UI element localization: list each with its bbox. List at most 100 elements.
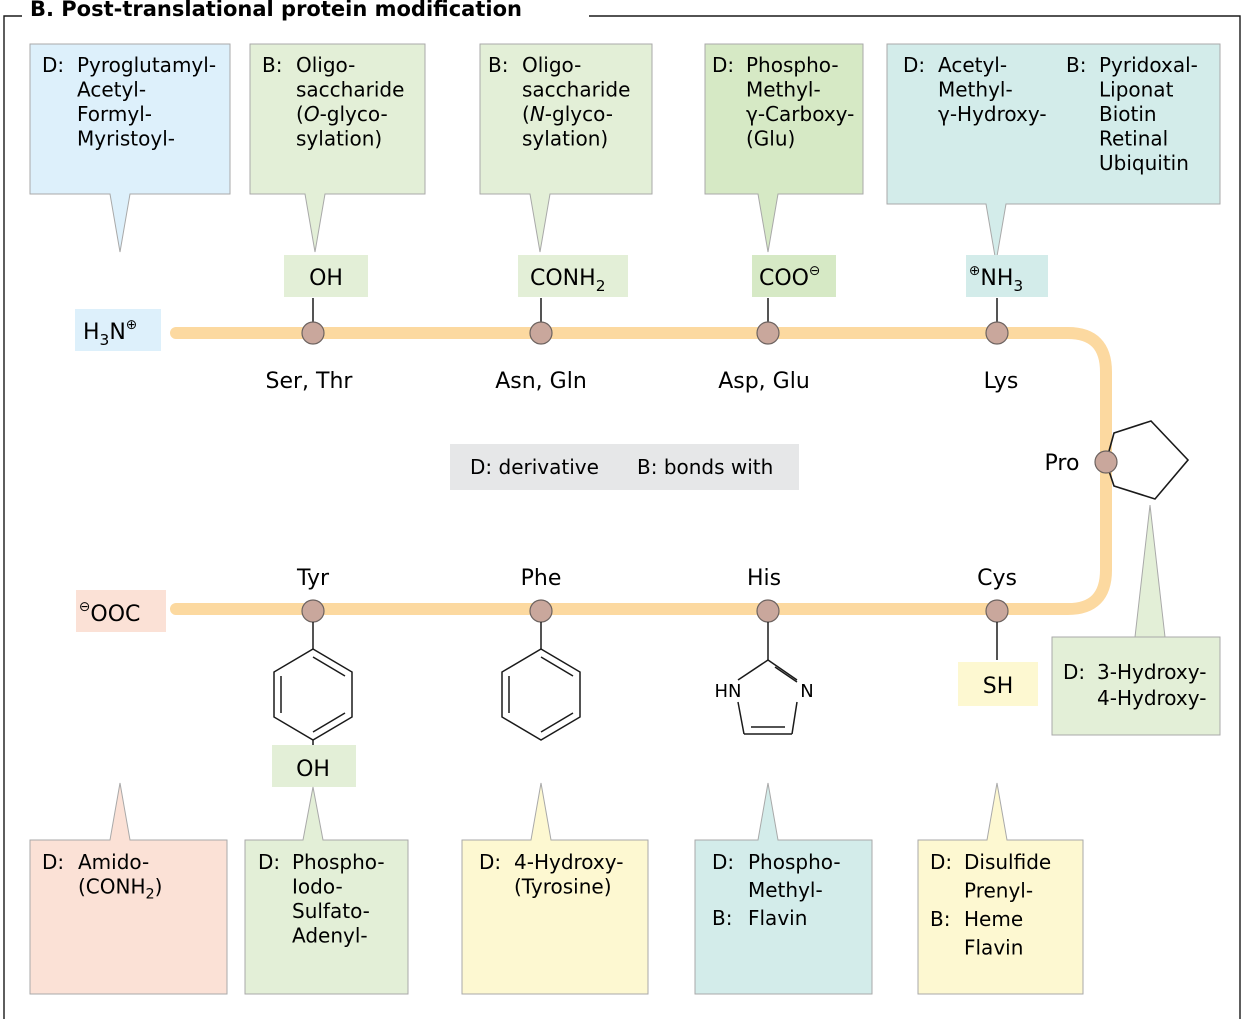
callout-prefix: D: [930, 850, 952, 874]
tyr-label: Tyr [296, 566, 330, 591]
callout-line: sylation) [522, 127, 608, 151]
callout-prefix: B: [262, 53, 282, 77]
callout-line: Myristoyl- [77, 127, 175, 151]
phe-label: Phe [521, 566, 562, 591]
callout-prefix: B: [1066, 53, 1086, 77]
callout-prefix: B: [930, 907, 950, 931]
callout-line: Disulfide [964, 850, 1051, 874]
callout-line: Retinal [1099, 127, 1168, 151]
n-terminus-label: H3N⊕ [83, 317, 137, 349]
callout-line: Phospho- [748, 850, 841, 874]
asp-coo-bg [752, 255, 836, 297]
callout-line: Methyl- [748, 878, 823, 902]
callout-line: sylation) [296, 127, 382, 151]
callout-line: Phospho- [292, 850, 385, 874]
callout-line: Methyl- [746, 78, 821, 102]
callout-asn-gln: B: Oligo-saccharide(N-glyco-sylation) [479, 43, 653, 253]
callout-ser-thr: B:Oligo-saccharide(O-glyco-sylation) [249, 43, 426, 253]
ser-thr-label: Ser, Thr [266, 369, 354, 394]
callout-line: Biotin [1099, 102, 1157, 126]
asn-node [529, 321, 553, 345]
cys-label: Cys [977, 566, 1017, 591]
tyr-oh-bg [272, 745, 356, 787]
cys-node [985, 599, 1009, 623]
asn-conh2-bg [518, 255, 628, 297]
lys-label: Lys [984, 369, 1019, 394]
callout-tyr-text: D:Phospho-Iodo-Sulfato-Adenyl- [258, 850, 385, 948]
callout-line: Acetyl- [938, 53, 1007, 77]
phe-benzene-ring [501, 648, 581, 741]
callout-prefix: D: [712, 53, 734, 77]
lys-nh3-label: ⊕NH3 [969, 263, 1023, 295]
callout-lys-bonds: B: Pyridoxal-LiponatBiotinRetinalUbiquiti… [1066, 53, 1198, 175]
his-n-label: N [800, 681, 813, 702]
callout-line: Liponat [1099, 78, 1174, 102]
asn-conh2-label: CONH2 [530, 266, 605, 295]
callout-lys-derivatives: D:Acetyl-Methyl-γ-Hydroxy- [903, 53, 1047, 126]
callout-prefix: D: [42, 53, 64, 77]
callout-line: Formyl- [77, 102, 152, 126]
callout-prefix: D: [258, 850, 280, 874]
callout-his-text: D: Phospho- Methyl- B: Flavin [712, 850, 841, 930]
his-label: His [747, 566, 781, 591]
cys-sh-bg [958, 662, 1038, 706]
asp-node [756, 321, 780, 345]
callout-line: γ-Carboxy- [746, 102, 854, 126]
ser-oh-bg [284, 255, 368, 297]
his-hn-label: HN [715, 681, 742, 702]
callout-ser-thr-text: B:Oligo-saccharide(O-glyco-sylation) [262, 53, 404, 151]
pro-ring [1105, 420, 1190, 500]
legend-bonds-with: B: bonds with [637, 455, 773, 479]
callout-line: Oligo- [522, 53, 581, 77]
callout-phe-text: D: 4-Hydroxy-(Tyrosine) [479, 850, 623, 899]
callout-asn-gln-text: B: Oligo-saccharide(N-glyco-sylation) [488, 53, 630, 151]
lys-nh3-bg [966, 255, 1048, 297]
callout-line: Heme [964, 907, 1023, 931]
frame [3, 15, 1241, 1019]
callout-n-terminus-text: D:Pyroglutamyl-Acetyl-Formyl-Myristoyl- [42, 53, 216, 151]
callout-line: saccharide [522, 78, 630, 102]
pro-node [1094, 450, 1118, 474]
c-terminus-label: ⊖OOC [79, 599, 140, 627]
callout-prefix: B: [488, 53, 508, 77]
callout-line: Pyroglutamyl- [77, 53, 216, 77]
callout-prefix: D: [42, 850, 64, 874]
callout-line: (Tyrosine) [514, 875, 612, 899]
callout-prefix: B: [712, 906, 732, 930]
pro-label: Pro [1045, 451, 1080, 476]
callout-line: Phospho- [746, 53, 839, 77]
his-imidazole-ring [737, 659, 798, 735]
callout-lys: D:Acetyl-Methyl-γ-Hydroxy- B: Pyridoxal-L… [886, 43, 1221, 263]
callout-line: Flavin [748, 906, 807, 930]
tyr-benzene-ring [273, 648, 353, 741]
callout-line: Oligo- [296, 53, 355, 77]
callout-prefix: D: [712, 850, 734, 874]
callout-asp-glu-text: D: Phospho-Methyl-γ-Carboxy-(Glu) [712, 53, 854, 151]
figure-title: B. Post-translational protein modificati… [30, 0, 522, 21]
phe-node [529, 599, 553, 623]
callout-line: Prenyl- [964, 879, 1033, 903]
callout-pro: D:3-Hydroxy-4-Hydroxy- [1051, 504, 1221, 736]
callout-line: γ-Hydroxy- [938, 102, 1047, 126]
callout-prefix: D: [479, 850, 501, 874]
callout-pro-text: D:3-Hydroxy-4-Hydroxy- [1063, 660, 1206, 710]
callout-tyr: D:Phospho-Iodo-Sulfato-Adenyl- [244, 786, 409, 995]
callout-n-terminus: D:Pyroglutamyl-Acetyl-Formyl-Myristoyl- [29, 43, 231, 253]
callout-line: (Glu) [746, 127, 795, 151]
callout-line: Ubiquitin [1099, 151, 1189, 175]
callout-line: Amido- [78, 850, 149, 874]
cys-sh-label: SH [983, 674, 1014, 699]
asn-gln-label: Asn, Gln [495, 369, 587, 394]
callout-line: saccharide [296, 78, 404, 102]
callout-phe: D: 4-Hydroxy-(Tyrosine) [461, 782, 649, 995]
callout-line: (N-glyco- [522, 102, 613, 126]
tyr-node [301, 599, 325, 623]
ser-node [301, 321, 325, 345]
callout-line: Pyridoxal- [1099, 53, 1198, 77]
callout-line: 4-Hydroxy- [514, 850, 623, 874]
c-terminus-bg [76, 590, 166, 632]
callout-his: D: Phospho- Methyl- B: Flavin [694, 782, 873, 995]
